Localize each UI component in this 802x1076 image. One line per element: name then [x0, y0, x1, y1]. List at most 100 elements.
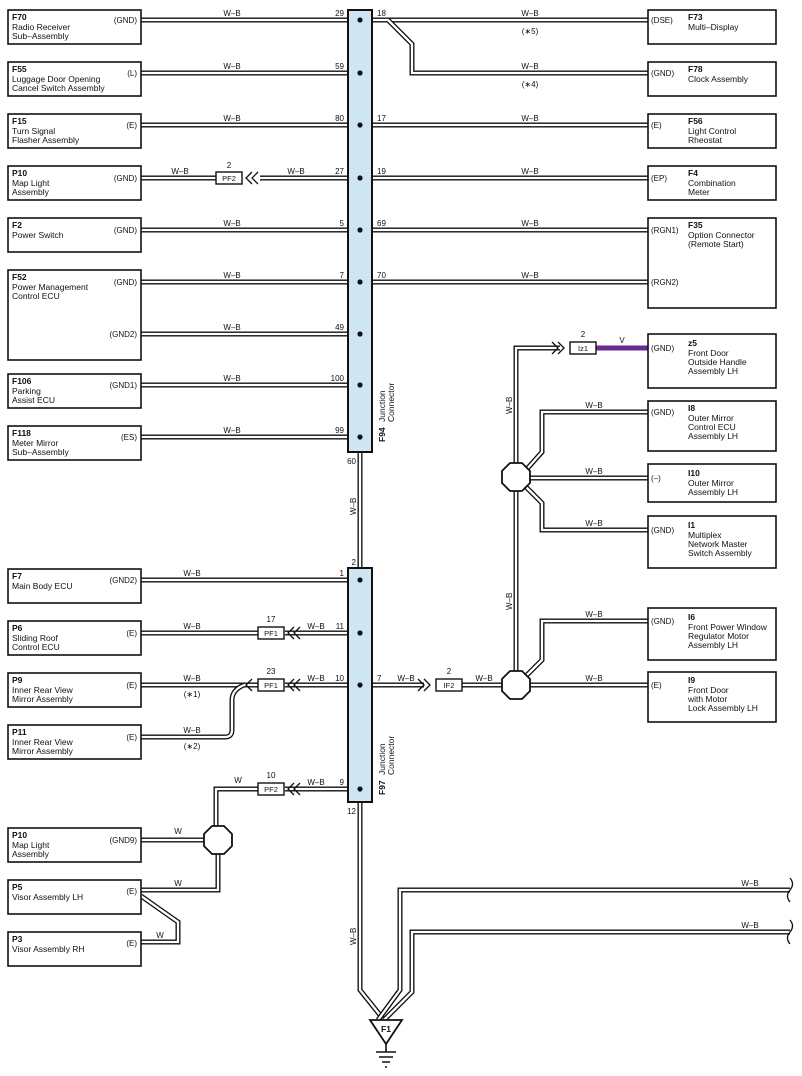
- svg-text:80: 80: [335, 114, 344, 123]
- inline-connector-pf1-23: PF1 23: [245, 667, 301, 692]
- svg-text:W–B: W–B: [505, 397, 514, 414]
- svg-text:F106: F106: [12, 376, 32, 386]
- component-f70: F70 Radio Receiver Sub–Assembly (GND): [7, 9, 142, 45]
- component-p10-lower: P10 Map Light Assembly (GND9): [7, 827, 142, 863]
- svg-text:Inner Rear View: Inner Rear View: [12, 685, 74, 695]
- svg-text:17: 17: [377, 114, 386, 123]
- svg-text:60: 60: [347, 457, 356, 466]
- svg-text:99: 99: [335, 426, 344, 435]
- svg-text:Regulator Motor: Regulator Motor: [688, 631, 749, 641]
- component-i9: (E) I9 Front Door with Motor Lock Assemb…: [647, 671, 777, 723]
- svg-text:W–B: W–B: [521, 9, 538, 18]
- svg-text:W–B: W–B: [585, 610, 602, 619]
- svg-text:F35: F35: [688, 220, 703, 230]
- svg-text:Switch Assembly: Switch Assembly: [688, 548, 753, 558]
- svg-text:with Motor: with Motor: [687, 694, 727, 704]
- svg-text:Mirror Assembly: Mirror Assembly: [12, 694, 74, 704]
- svg-text:27: 27: [335, 167, 344, 176]
- svg-text:W–B: W–B: [307, 778, 324, 787]
- svg-text:Main Body ECU: Main Body ECU: [12, 581, 72, 591]
- component-f52: F52 Power Management Control ECU (GND) (…: [7, 269, 142, 361]
- svg-text:Sub–Assembly: Sub–Assembly: [12, 31, 69, 41]
- svg-text:F15: F15: [12, 116, 27, 126]
- svg-text:(∗4): (∗4): [522, 80, 539, 89]
- svg-text:Control ECU: Control ECU: [12, 291, 60, 301]
- svg-text:(GND2): (GND2): [109, 576, 137, 585]
- svg-text:(∗5): (∗5): [522, 27, 539, 36]
- svg-text:70: 70: [377, 271, 386, 280]
- svg-text:Turn Signal: Turn Signal: [12, 126, 55, 136]
- svg-text:59: 59: [335, 62, 344, 71]
- svg-text:Mirror Assembly: Mirror Assembly: [12, 746, 74, 756]
- svg-text:Multi–Display: Multi–Display: [688, 22, 739, 32]
- svg-text:IF2: IF2: [444, 681, 455, 690]
- component-f15: F15 Turn Signal Flasher Assembly (E): [7, 113, 142, 149]
- inline-connector-if2: IF2 2: [417, 667, 463, 692]
- svg-text:Visor Assembly RH: Visor Assembly RH: [12, 944, 85, 954]
- svg-text:W–B: W–B: [585, 467, 602, 476]
- svg-text:2: 2: [447, 667, 452, 676]
- svg-text:PF1: PF1: [264, 629, 278, 638]
- inline-connector-iz1: Iz1 2: [551, 330, 597, 355]
- svg-text:F1: F1: [381, 1024, 391, 1034]
- svg-text:Assembly LH: Assembly LH: [688, 431, 738, 441]
- svg-text:Outer Mirror: Outer Mirror: [688, 413, 734, 423]
- svg-text:(L): (L): [127, 69, 137, 78]
- svg-text:W: W: [174, 827, 182, 836]
- svg-text:2: 2: [581, 330, 586, 339]
- wires-right-f97: [357, 345, 790, 1022]
- svg-text:9: 9: [340, 778, 345, 787]
- svg-text:PF1: PF1: [264, 681, 278, 690]
- svg-text:(GND): (GND): [114, 174, 137, 183]
- svg-text:23: 23: [267, 667, 276, 676]
- svg-text:F56: F56: [688, 116, 703, 126]
- svg-text:W–B: W–B: [223, 426, 240, 435]
- svg-text:I8: I8: [688, 403, 695, 413]
- svg-text:W–B: W–B: [585, 674, 602, 683]
- svg-text:Connector: Connector: [386, 736, 396, 775]
- svg-text:(Remote Start): (Remote Start): [688, 239, 744, 249]
- component-f2: F2 Power Switch (GND): [7, 217, 142, 253]
- svg-text:(DSE): (DSE): [651, 16, 673, 25]
- svg-text:W–B: W–B: [521, 271, 538, 280]
- svg-text:Assembly: Assembly: [12, 187, 50, 197]
- svg-text:2: 2: [227, 161, 232, 170]
- wires-left-f94: [141, 17, 360, 440]
- component-i6: (GND) I6 Front Power Window Regulator Mo…: [647, 607, 777, 661]
- svg-text:(GND): (GND): [651, 408, 674, 417]
- wire-notes: (∗5) (∗4) (∗1) (∗2): [184, 27, 539, 751]
- svg-text:Assembly: Assembly: [12, 849, 50, 859]
- component-f55: F55 Luggage Door Opening Cancel Switch A…: [7, 61, 142, 97]
- svg-text:Lock Assembly LH: Lock Assembly LH: [688, 703, 758, 713]
- svg-text:Sub–Assembly: Sub–Assembly: [12, 447, 69, 457]
- splice-octagon-right-lower: [501, 670, 531, 700]
- svg-text:Power Switch: Power Switch: [12, 230, 64, 240]
- component-i10: (–) I10 Outer Mirror Assembly LH: [647, 463, 777, 503]
- svg-text:I6: I6: [688, 612, 695, 622]
- inline-connector-pf1-17: PF1 17: [257, 615, 301, 640]
- svg-text:Multiplex: Multiplex: [688, 530, 722, 540]
- svg-text:W–B: W–B: [223, 219, 240, 228]
- svg-text:Combination: Combination: [688, 178, 736, 188]
- svg-text:F55: F55: [12, 64, 27, 74]
- svg-text:W–B: W–B: [307, 622, 324, 631]
- svg-text:Junction: Junction: [377, 390, 387, 422]
- svg-text:W–B: W–B: [183, 622, 200, 631]
- svg-text:W–B: W–B: [585, 401, 602, 410]
- svg-text:W–B: W–B: [741, 879, 758, 888]
- svg-text:Visor Assembly LH: Visor Assembly LH: [12, 892, 83, 902]
- svg-text:(GND): (GND): [651, 617, 674, 626]
- svg-text:Iz1: Iz1: [578, 344, 588, 353]
- svg-text:W–B: W–B: [505, 593, 514, 610]
- junction-label-f97: F97 Junction Connector: [377, 736, 396, 795]
- svg-text:(GND1): (GND1): [109, 381, 137, 390]
- svg-text:W–B: W–B: [307, 674, 324, 683]
- svg-text:F70: F70: [12, 12, 27, 22]
- svg-text:(–): (–): [651, 474, 661, 483]
- svg-text:W–B: W–B: [585, 519, 602, 528]
- splice-octagon-right: [501, 462, 531, 492]
- inline-connector-pf2-lower: PF2 10: [257, 771, 301, 796]
- svg-text:F94: F94: [377, 427, 387, 442]
- svg-text:100: 100: [331, 374, 345, 383]
- svg-text:(E): (E): [126, 629, 137, 638]
